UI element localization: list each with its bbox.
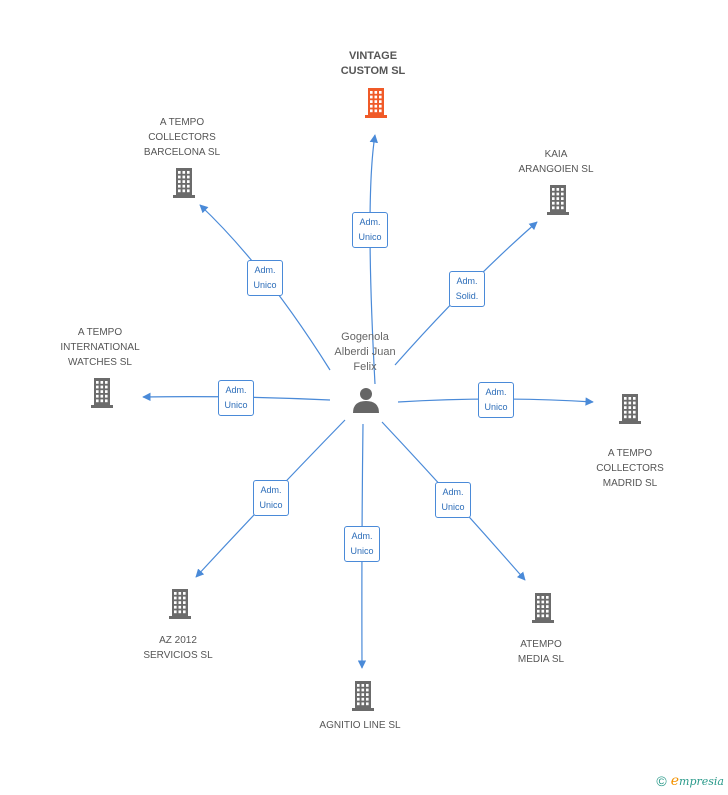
building-icon-atempomedia xyxy=(532,593,554,623)
company-name-kaia[interactable]: KAIA ARANGOIEN SL xyxy=(518,149,594,175)
role-badge-agnitio[interactable]: Adm. Unico xyxy=(344,526,380,562)
building-icon-madrid xyxy=(619,394,641,424)
role-badge-az2012[interactable]: Adm. Unico xyxy=(253,480,289,516)
company-name-barcelona[interactable]: A TEMPO COLLECTORS BARCELONA SL xyxy=(143,116,221,158)
role-badge-barcelona[interactable]: Adm. Unico xyxy=(247,260,283,296)
company-name-madrid[interactable]: A TEMPO COLLECTORS MADRID SL xyxy=(596,447,664,489)
role-badge-kaia[interactable]: Adm. Solid. xyxy=(449,271,485,307)
role-badge-vintage[interactable]: Adm. Unico xyxy=(352,212,388,248)
building-icon-barcelona xyxy=(173,168,195,198)
company-name-az2012[interactable]: AZ 2012 SERVICIOS SL xyxy=(143,634,213,661)
copyright-icon: © xyxy=(656,773,667,789)
empresia-logo: empresia xyxy=(670,773,724,789)
role-badge-atempomedia[interactable]: Adm. Unico xyxy=(435,482,471,518)
company-name-atempomedia[interactable]: ATEMPO MEDIA SL xyxy=(517,638,565,665)
building-icon-watches xyxy=(91,378,113,408)
role-badge-madrid[interactable]: Adm. Unico xyxy=(478,382,514,418)
building-icon-agnitio xyxy=(352,681,374,711)
person-icon xyxy=(353,388,379,413)
company-name-watches[interactable]: A TEMPO INTERNATIONAL WATCHES SL xyxy=(60,326,140,368)
building-icon-vintage xyxy=(365,88,387,118)
person-name[interactable]: Gogenola Alberdi Juan Felix xyxy=(334,331,396,373)
footer-brand: © empresia xyxy=(656,773,724,789)
company-name-agnitio[interactable]: AGNITIO LINE SL xyxy=(319,719,401,731)
role-badge-watches[interactable]: Adm. Unico xyxy=(218,380,254,416)
company-name-vintage[interactable]: VINTAGE CUSTOM SL xyxy=(340,50,406,77)
building-icon-kaia xyxy=(547,185,569,215)
building-icon-az2012 xyxy=(169,589,191,619)
